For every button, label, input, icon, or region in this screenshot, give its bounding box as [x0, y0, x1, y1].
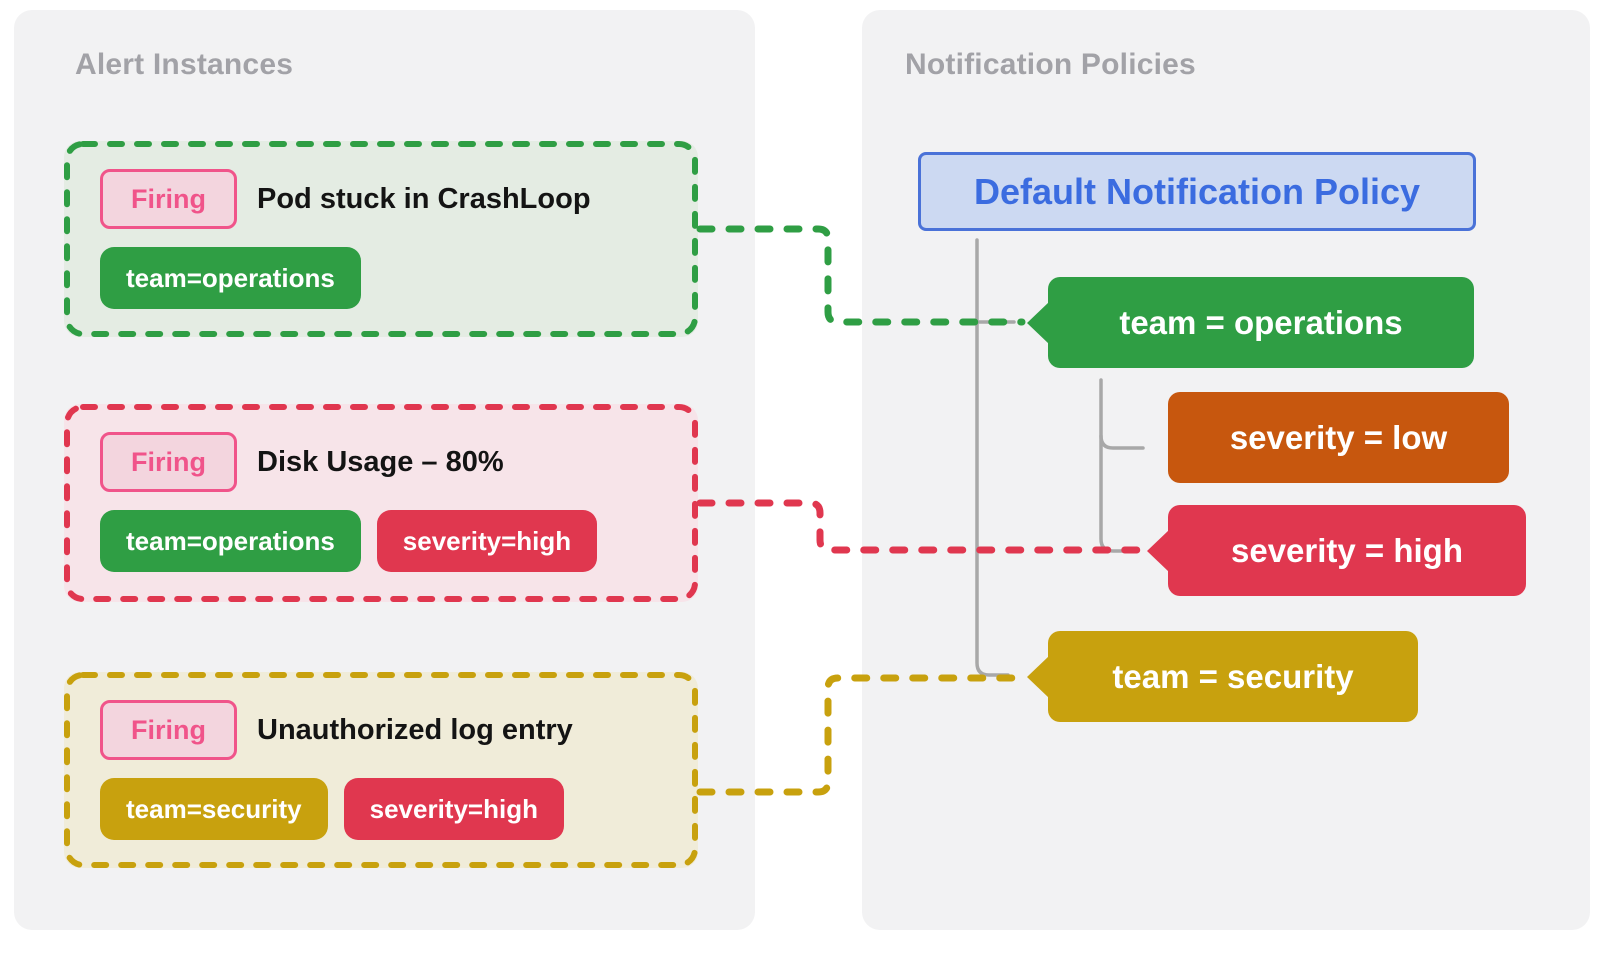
alert-card-unauthorized-log: Firing Unauthorized log entry team=secur…: [64, 672, 698, 868]
label-pill-team-operations: team=operations: [100, 510, 361, 572]
policy-node-team-security: team = security: [1048, 631, 1418, 722]
alert-title: Unauthorized log entry: [257, 713, 573, 746]
alert-title: Pod stuck in CrashLoop: [257, 182, 591, 215]
policy-node-team-operations: team = operations: [1048, 277, 1474, 368]
alert-title: Disk Usage – 80%: [257, 445, 504, 478]
label-pill-team-operations: team=operations: [100, 247, 361, 309]
label-pill-severity-high: severity=high: [376, 510, 598, 572]
firing-badge: Firing: [100, 169, 237, 229]
alert-card-dashed-border: [64, 672, 698, 868]
alert-card-dashed-border: [64, 404, 698, 602]
policy-node-severity-low: severity = low: [1168, 392, 1509, 483]
notification-policies-title: Notification Policies: [905, 48, 1196, 81]
label-pill-team-security: team=security: [100, 778, 328, 840]
alert-card-disk-usage: Firing Disk Usage – 80% team=operations …: [64, 404, 698, 602]
alert-card-pod-crashloop: Firing Pod stuck in CrashLoop team=opera…: [64, 141, 698, 337]
alert-instances-title: Alert Instances: [75, 48, 294, 81]
label-pill-severity-high: severity=high: [343, 778, 564, 840]
firing-badge: Firing: [100, 700, 237, 760]
firing-badge: Firing: [100, 432, 237, 492]
default-notification-policy-node: Default Notification Policy: [918, 152, 1476, 231]
alert-card-dashed-border: [64, 141, 698, 337]
policy-node-severity-high: severity = high: [1168, 505, 1526, 596]
